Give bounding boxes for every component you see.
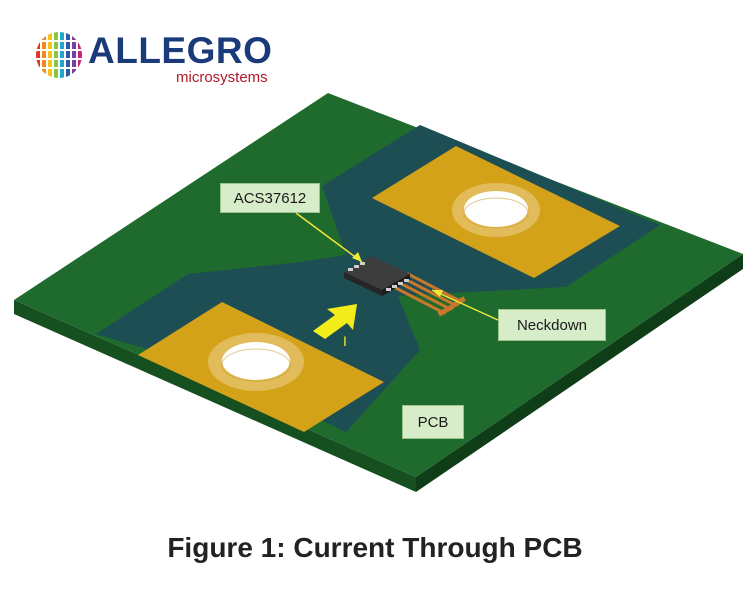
chip-callout-line <box>295 212 363 263</box>
pad-lower-left-hole <box>222 342 290 380</box>
pcb-label: PCB <box>402 405 464 439</box>
chip-label: ACS37612 <box>220 183 320 213</box>
allegro-logo-icon <box>36 32 82 78</box>
chip-lead-traces <box>390 272 462 315</box>
current-symbol: I <box>343 333 347 349</box>
neckdown-callout-line <box>431 289 499 321</box>
pcb-diagram: I <box>14 93 743 492</box>
figure-caption: Figure 1: Current Through PCB <box>167 532 583 563</box>
board-right-edge <box>416 254 743 492</box>
acs37612-chip <box>344 256 410 296</box>
allegro-logo: ALLEGRO microsystems <box>34 30 294 92</box>
logo-tagline: microsystems <box>176 69 268 86</box>
neckdown-label: Neckdown <box>498 309 606 341</box>
board-left-edge <box>14 300 416 492</box>
logo-brand-text: ALLEGRO <box>88 30 273 71</box>
current-direction-arrow <box>313 304 357 339</box>
pad-upper-right-hole <box>464 191 528 227</box>
